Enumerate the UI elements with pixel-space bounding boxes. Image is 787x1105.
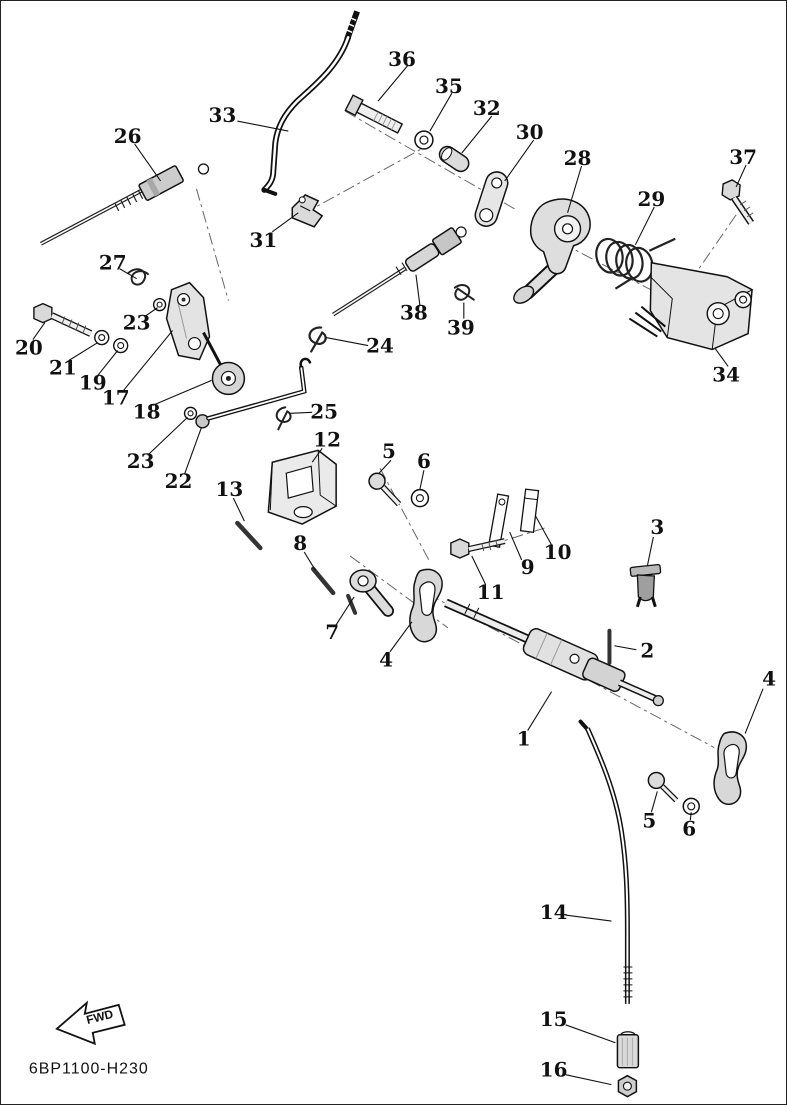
part-7-lever (346, 569, 394, 617)
callout-1: 1 (517, 727, 531, 751)
part-6-washer-upper (410, 488, 430, 508)
part-27-clip (126, 268, 150, 286)
callout-39: 39 (447, 316, 475, 340)
part-34-bracket (628, 261, 753, 351)
fwd-arrow: FWD (55, 1000, 126, 1046)
callout-4-upper: 4 (379, 648, 393, 672)
callout-24: 24 (366, 334, 394, 358)
callout-23-lower: 23 (127, 449, 155, 473)
callout-28: 28 (564, 146, 592, 170)
part-32-collar (438, 145, 470, 173)
part-29-spring (595, 237, 676, 290)
callout-2: 2 (640, 639, 654, 663)
callout-37: 37 (729, 145, 757, 169)
part-25-clip (275, 406, 292, 431)
part-36-bolt (344, 94, 404, 134)
part-17-lever (165, 281, 223, 368)
callout-17: 17 (102, 385, 130, 409)
callout-30: 30 (516, 120, 544, 144)
part-35-washer (414, 130, 434, 150)
callout-4-lower: 4 (762, 667, 776, 691)
callout-5-lower: 5 (642, 808, 656, 832)
part-1-shaft-assembly (444, 598, 664, 707)
part-5-screw-upper (368, 472, 402, 507)
part-12-bracket (267, 449, 337, 525)
part-18-pulley (211, 361, 246, 396)
part-31-clamp (291, 194, 324, 228)
callout-34: 34 (712, 362, 740, 386)
part-14-rod (578, 719, 633, 1004)
part-21-washer (94, 329, 110, 346)
part-38-cable (332, 226, 467, 317)
callout-3: 3 (650, 515, 664, 539)
part-8-pin (310, 566, 336, 596)
part-23-washer-upper (152, 297, 167, 312)
callout-8: 8 (293, 531, 307, 555)
callout-13: 13 (216, 477, 244, 501)
callout-33: 33 (209, 103, 237, 127)
callout-36: 36 (388, 47, 416, 71)
callout-14: 14 (540, 900, 568, 924)
callout-21: 21 (49, 355, 77, 379)
part-23-washer-lower (183, 406, 198, 421)
callout-6-lower: 6 (682, 816, 696, 840)
part-3-clamp (629, 563, 662, 608)
callout-31: 31 (249, 228, 277, 252)
part-4-cam-lower (713, 731, 748, 805)
callout-20: 20 (15, 336, 43, 360)
callout-leader-lines (32, 64, 764, 1086)
part-16-nut (617, 1074, 638, 1098)
callout-22: 22 (165, 469, 193, 493)
callout-12: 12 (313, 427, 341, 451)
fwd-label: FWD (85, 1007, 115, 1027)
callout-16: 16 (540, 1058, 568, 1082)
part-37-bolt (721, 179, 754, 225)
callout-29: 29 (637, 187, 665, 211)
part-20-bolt (33, 302, 93, 337)
part-19-washer (113, 337, 129, 354)
part-11-bolt (450, 538, 506, 559)
callout-9: 9 (521, 555, 535, 579)
callout-27: 27 (99, 251, 127, 275)
callout-5-upper: 5 (382, 439, 396, 463)
callout-19: 19 (79, 370, 107, 394)
diagram-code: 6BP1100-H230 (29, 1061, 149, 1078)
callout-25: 25 (310, 399, 338, 423)
callout-6-upper: 6 (417, 449, 431, 473)
part-4-cam-upper (409, 568, 443, 643)
callout-10: 10 (544, 540, 572, 564)
part-39-clip (453, 284, 475, 301)
part-28-throttle-lever (513, 198, 591, 304)
callout-11: 11 (477, 580, 505, 604)
part-15-coupler (616, 1031, 640, 1069)
part-22-link-rod (195, 357, 312, 429)
part-24-cotter-pin (308, 326, 327, 353)
callout-35: 35 (435, 74, 463, 98)
callout-18: 18 (133, 399, 161, 423)
part-10-plate (519, 488, 540, 534)
part-33-throttle-rod (261, 10, 360, 196)
part-6-washer-lower (682, 797, 700, 816)
part-26-cable (39, 163, 210, 246)
callout-26: 26 (114, 124, 142, 148)
part-30-link-plate (474, 171, 509, 227)
part-5-screw-lower (647, 771, 679, 803)
callout-7: 7 (325, 620, 339, 644)
callout-23-upper: 23 (123, 311, 151, 335)
part-9-plate (487, 493, 510, 548)
callout-32: 32 (473, 96, 501, 120)
callout-15: 15 (540, 1007, 568, 1031)
part-13-pin (235, 520, 263, 551)
callout-38: 38 (400, 301, 428, 325)
